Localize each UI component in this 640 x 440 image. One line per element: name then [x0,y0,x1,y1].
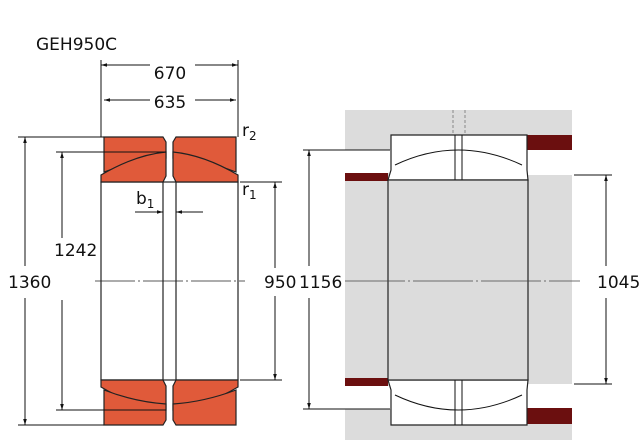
dim-670: 670 [154,64,186,84]
inner-ring-top-right [172,151,239,183]
product-title: GEH950C [36,35,117,55]
mounting-section-right [345,110,580,440]
seal-top-left [345,173,388,181]
dim-1360: 1360 [8,273,51,293]
dim-1045: 1045 [597,273,640,293]
dim-1156: 1156 [299,273,342,293]
inner-ring-top-left [100,151,167,183]
label-r2: r2 [242,121,257,143]
seal-bottom-left [345,378,388,386]
dimensions-right: 1156 1045 [299,149,640,410]
dimensions-left: 670 635 1360 1242 950 b1 r2 r1 [8,58,296,426]
dim-635: 635 [154,93,186,113]
dim-1242: 1242 [54,241,97,261]
label-r1: r1 [242,180,257,202]
dim-950: 950 [264,273,296,293]
label-b1: b1 [136,189,154,211]
bearing-section-left [95,136,245,426]
seal-bottom-right [527,408,572,424]
seal-top-right [527,135,572,150]
